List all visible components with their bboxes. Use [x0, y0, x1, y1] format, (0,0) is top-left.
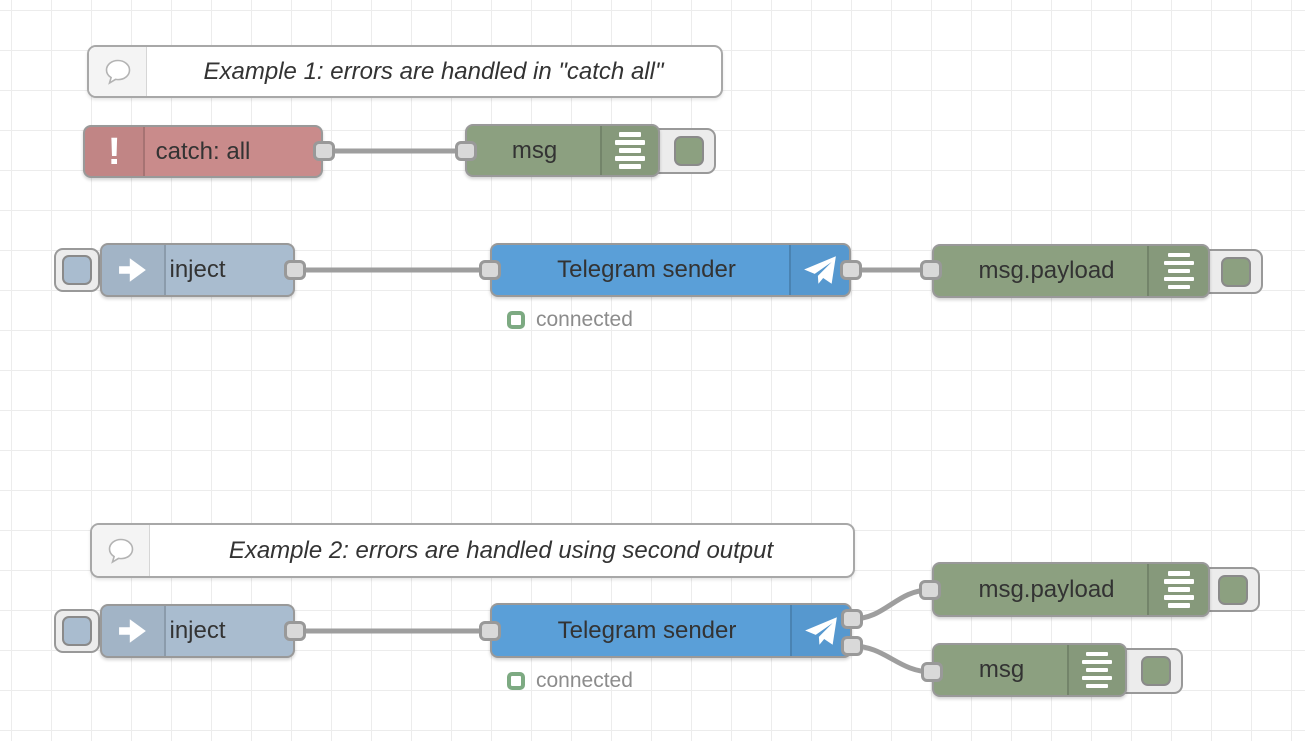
status-text: connected — [536, 308, 633, 331]
port-input[interactable] — [479, 621, 501, 641]
comment-node-example2[interactable]: Example 2: errors are handled using seco… — [90, 523, 855, 578]
telegram-node-label: Telegram sender — [557, 256, 736, 283]
debug-node-label: msg.payload — [978, 257, 1115, 284]
port-input[interactable] — [919, 580, 941, 600]
port-input[interactable] — [479, 260, 501, 280]
debug-node-label: msg.payload — [978, 575, 1115, 603]
debug-list-icon — [600, 126, 658, 175]
telegram-plane-icon — [790, 605, 850, 656]
port-input[interactable] — [455, 141, 477, 161]
debug-list-icon — [1147, 246, 1208, 296]
status-indicator: connected — [507, 308, 633, 332]
port-input[interactable] — [921, 662, 943, 682]
debug-node-label: msg — [978, 656, 1025, 683]
port-output-2[interactable] — [841, 636, 863, 656]
wire[interactable] — [849, 643, 935, 675]
inject-button[interactable] — [54, 248, 100, 292]
debug-node-msg-example2[interactable]: msg — [932, 643, 1127, 697]
inject-node-example1[interactable]: inject — [100, 243, 295, 297]
telegram-sender-node-example2[interactable]: Telegram sender — [490, 603, 852, 658]
port-output[interactable] — [313, 141, 335, 161]
catch-node[interactable]: ! catch: all — [83, 125, 323, 178]
port-output-1[interactable] — [841, 609, 863, 629]
port-output[interactable] — [840, 260, 862, 280]
port-output[interactable] — [284, 621, 306, 641]
telegram-plane-icon — [789, 245, 849, 295]
status-text: connected — [536, 669, 633, 692]
inject-arrow-icon — [102, 606, 166, 656]
status-square-icon — [507, 672, 525, 690]
comment-label: Example 2: errors are handled using seco… — [228, 536, 774, 564]
comment-bubble-icon — [89, 47, 147, 96]
telegram-sender-node-example1[interactable]: Telegram sender — [490, 243, 851, 297]
telegram-node-label: Telegram sender — [557, 616, 737, 644]
debug-node-msg-example1[interactable]: msg — [465, 124, 660, 177]
debug-node-payload-example2[interactable]: msg.payload — [932, 562, 1210, 617]
comment-bubble-icon — [92, 525, 150, 576]
debug-list-icon — [1147, 564, 1208, 615]
inject-button[interactable] — [54, 609, 100, 653]
debug-node-label: msg — [511, 136, 558, 164]
status-square-icon — [507, 311, 525, 329]
comment-label: Example 1: errors are handled in "catch … — [203, 57, 664, 85]
inject-arrow-icon — [102, 245, 166, 295]
port-input[interactable] — [920, 260, 942, 280]
port-output[interactable] — [284, 260, 306, 280]
status-indicator: connected — [507, 669, 633, 693]
inject-node-example2[interactable]: inject — [100, 604, 295, 658]
exclamation-icon: ! — [85, 127, 145, 176]
debug-list-icon — [1067, 645, 1125, 695]
comment-node-example1[interactable]: Example 1: errors are handled in "catch … — [87, 45, 723, 98]
debug-node-payload-example1[interactable]: msg.payload — [932, 244, 1210, 298]
